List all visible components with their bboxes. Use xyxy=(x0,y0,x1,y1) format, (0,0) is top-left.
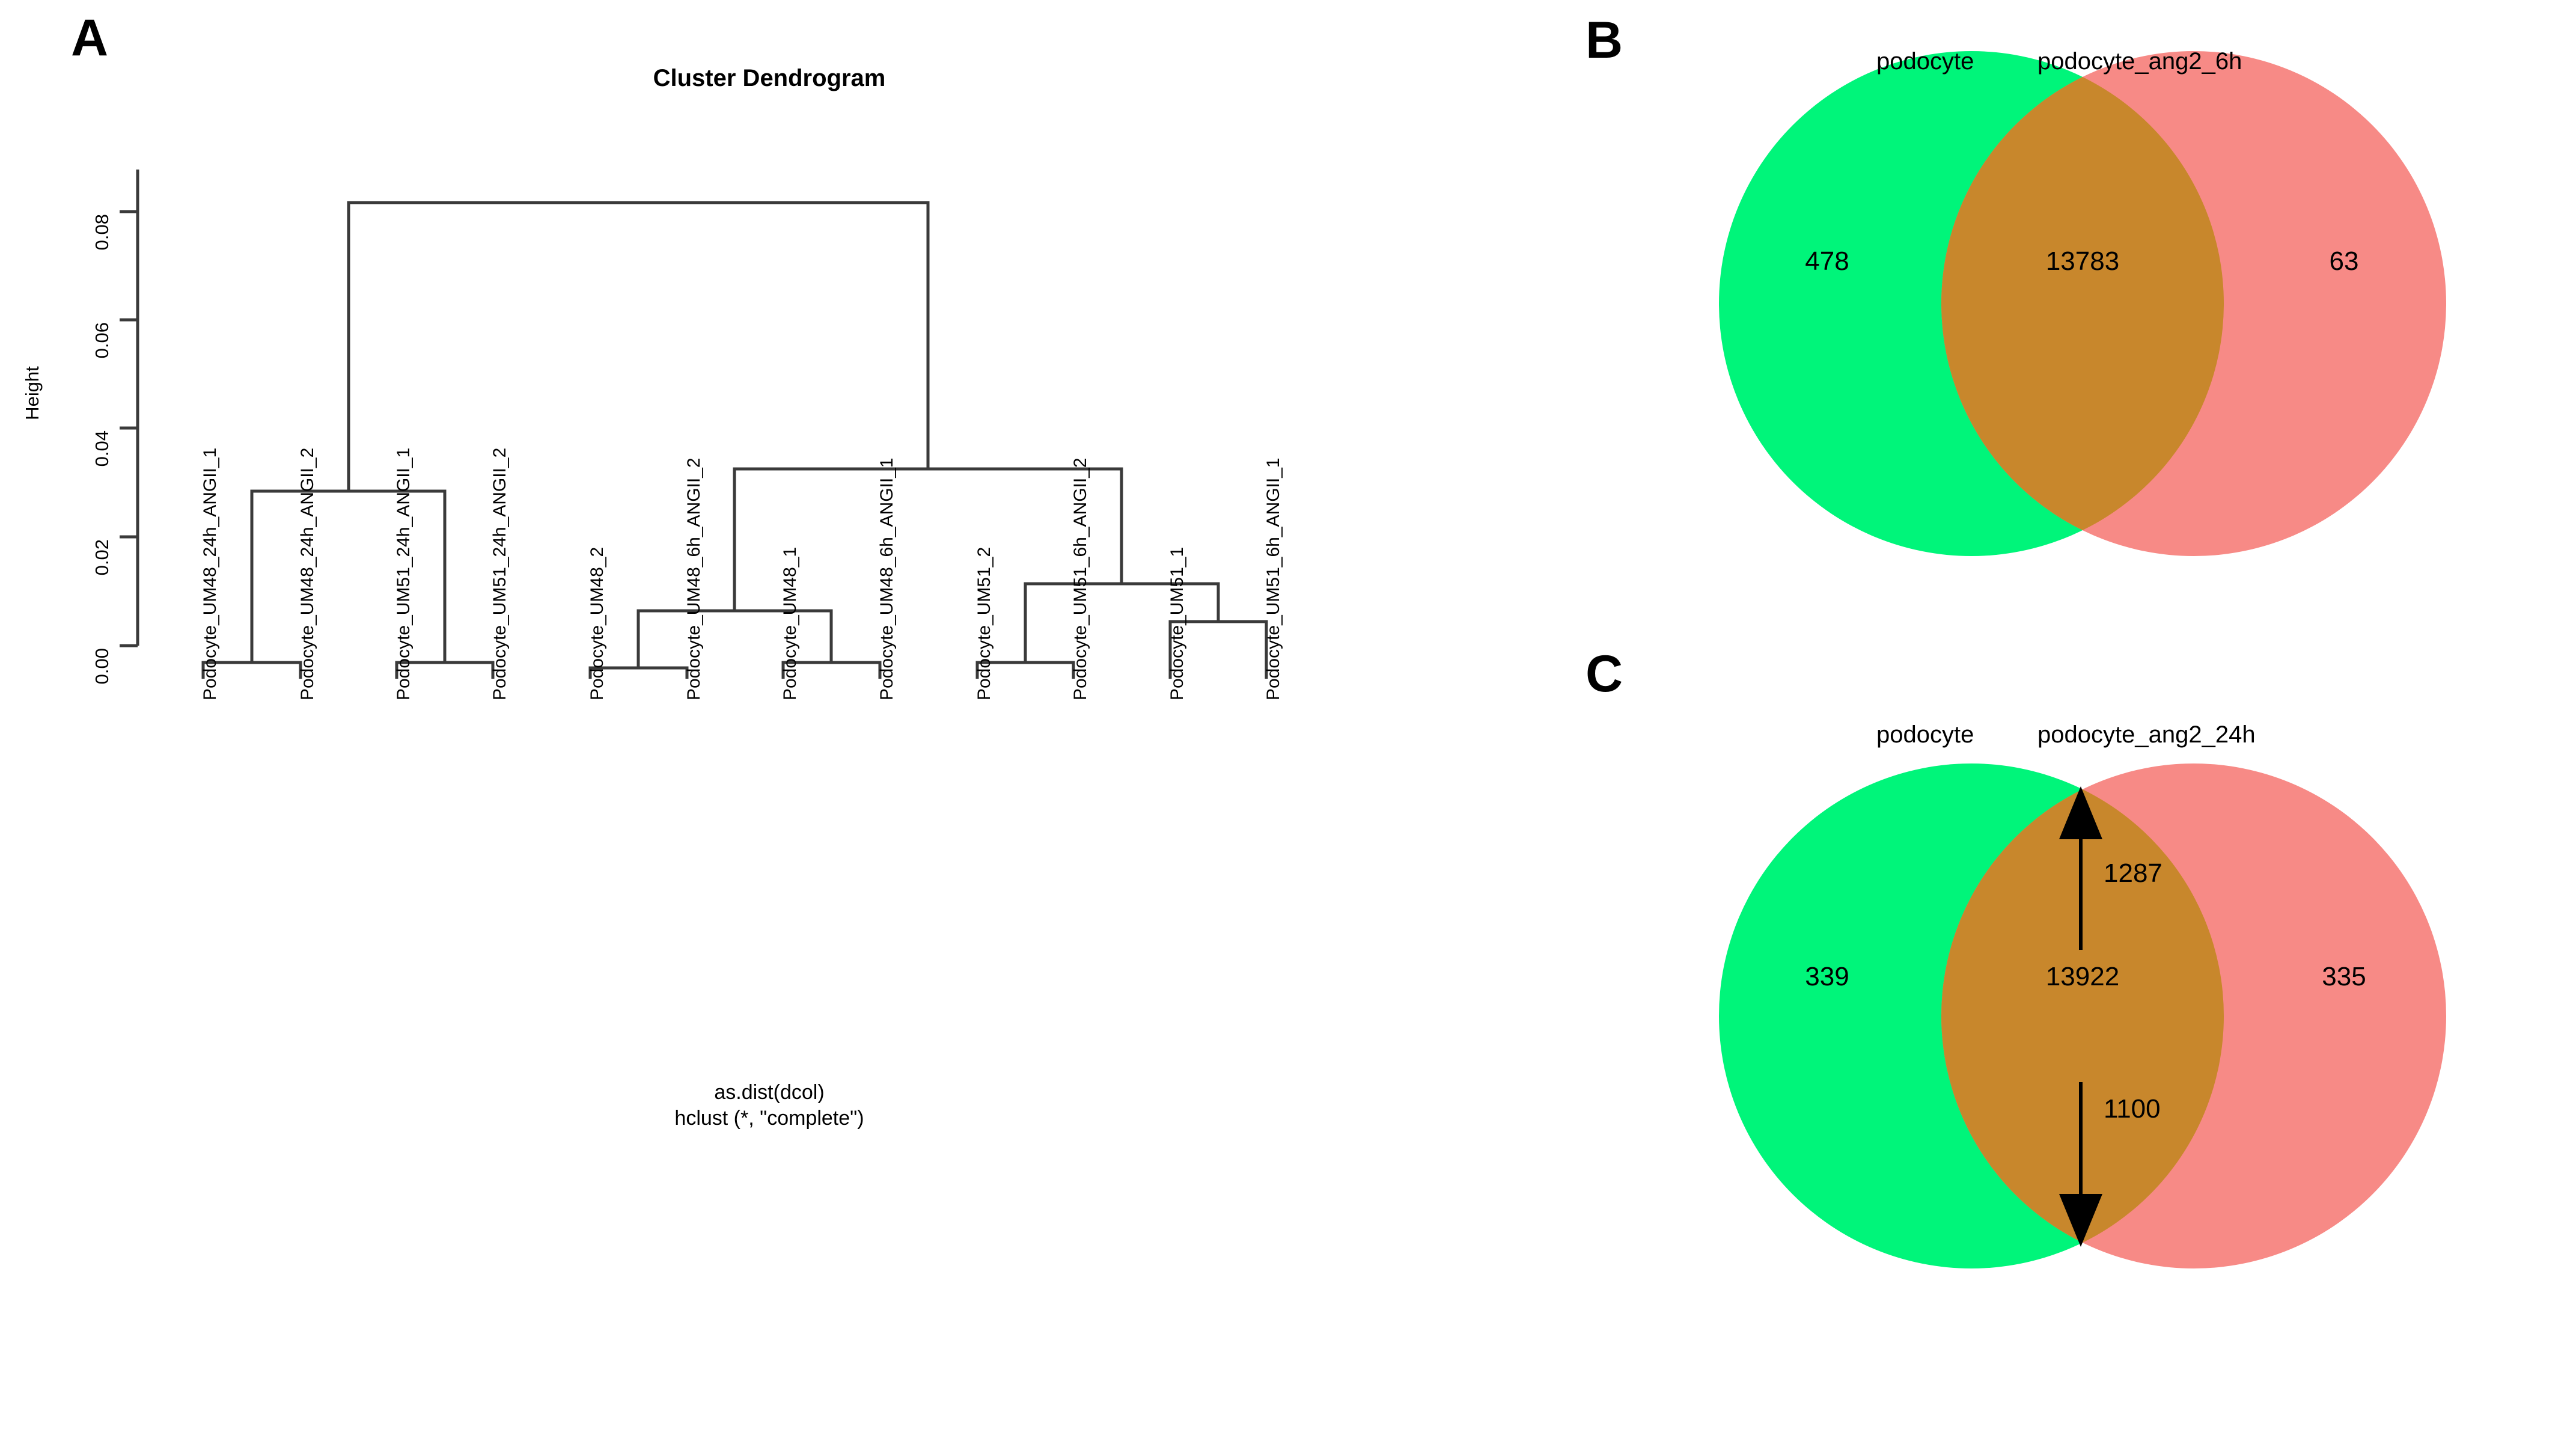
dendrogram-plot xyxy=(120,170,1268,679)
venn-count-right-only-24h: 335 xyxy=(2322,962,2366,991)
leaf-label-0: Podocyte_UM48_24h_ANGII_1 xyxy=(200,447,220,700)
y-tick-label-3: 0.02 xyxy=(91,539,112,576)
y-tick-label-4: 0.00 xyxy=(91,648,112,685)
leaf-label-7: Podocyte_UM48_6h_ANGII_1 xyxy=(877,457,897,700)
dendrogram-title: Cluster Dendrogram xyxy=(653,65,886,91)
caption-distance-line: as.dist(dcol) xyxy=(714,1081,825,1104)
leaf-label-6: Podocyte_UM48_1 xyxy=(780,546,800,700)
leaf-label-8: Podocyte_UM51_2 xyxy=(974,546,994,700)
y-tick-label-2: 0.04 xyxy=(91,430,112,467)
venn-count-intersection-6h: 13783 xyxy=(2045,246,2120,276)
leaf-label-2: Podocyte_UM51_24h_ANGII_1 xyxy=(394,447,414,700)
leaf-label-11: Podocyte_UM51_6h_ANGII_1 xyxy=(1263,457,1283,700)
y-tick-label-0: 0.08 xyxy=(91,214,112,251)
panel-letter-b: B xyxy=(1586,11,1623,69)
venn-set-label-left-24h: podocyte xyxy=(1876,721,1974,748)
dendrogram-tree xyxy=(201,201,1268,679)
leaf-label-3: Podocyte_UM51_24h_ANGII_2 xyxy=(490,447,510,700)
dendrogram-panel: Cluster Dendrogram xyxy=(0,65,1539,1131)
venn-diagram-24h: podocyte podocyte_ang2_24h 339 13922 335… xyxy=(1623,697,2542,1335)
venn-count-left-only-24h: 339 xyxy=(1805,962,1849,991)
panel-letter-a: A xyxy=(71,9,109,67)
venn-overlap-24h xyxy=(1941,763,2224,1268)
venn-diagram-6h: podocyte podocyte_ang2_6h 478 13783 63 xyxy=(1623,24,2542,583)
venn-set-label-right-24h: podocyte_ang2_24h xyxy=(2037,721,2256,748)
venn-set-label-right-6h: podocyte_ang2_6h xyxy=(2037,48,2242,75)
up-arrow-icon xyxy=(2059,786,2102,950)
dendrogram-caption: as.dist(dcol) hclust (*, "complete") xyxy=(0,1080,1539,1131)
caption-method-line: hclust (*, "complete") xyxy=(674,1106,864,1130)
venn-set-label-left-6h: podocyte xyxy=(1876,48,1974,75)
venn-svg-6h xyxy=(1719,51,2446,556)
venn-overlap-6h xyxy=(1941,51,2224,556)
venn-count-right-only-6h: 63 xyxy=(2329,246,2359,276)
upregulated-count-24h: 1287 xyxy=(2104,858,2162,888)
downregulated-count-24h: 1100 xyxy=(2104,1094,2161,1124)
leaf-label-5: Podocyte_UM48_6h_ANGII_2 xyxy=(684,457,704,700)
venn-svg-24h xyxy=(1719,763,2446,1268)
panel-letter-c: C xyxy=(1586,645,1623,703)
leaf-label-9: Podocyte_UM51_6h_ANGII_2 xyxy=(1070,457,1090,700)
down-arrow-icon xyxy=(2059,1082,2102,1247)
leaf-label-1: Podocyte_UM48_24h_ANGII_2 xyxy=(298,447,317,700)
venn-count-intersection-24h: 13922 xyxy=(2045,962,2120,991)
venn-count-left-only-6h: 478 xyxy=(1805,246,1849,276)
leaf-label-4: Podocyte_UM48_2 xyxy=(587,546,607,700)
leaf-label-10: Podocyte_UM51_1 xyxy=(1167,546,1187,700)
y-tick-label-1: 0.06 xyxy=(91,322,112,359)
y-axis-label: Height xyxy=(22,366,43,420)
